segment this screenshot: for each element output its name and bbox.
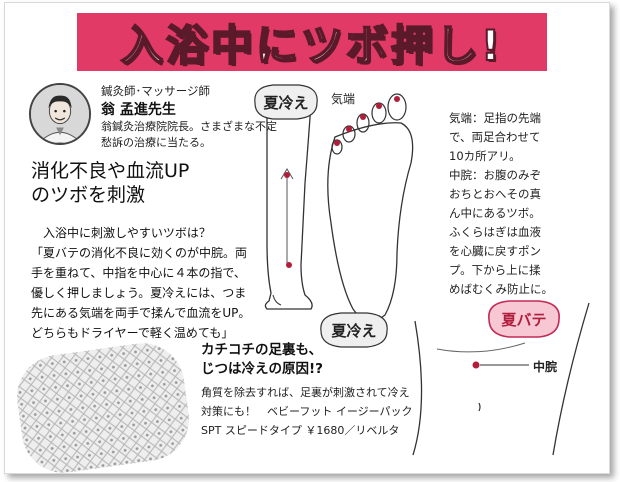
kitan-point [376, 103, 382, 109]
body-line: 「夏バテの消化不良に効くのが中脘。両 [31, 246, 248, 260]
explanation-line: めばむくみ防止に。 [449, 282, 553, 296]
belly-tag [488, 300, 560, 338]
explanation-line: おちとおへその真 [449, 187, 541, 201]
calf-point-lower [286, 262, 292, 268]
acupoint-illustrations: 夏冷え 夏冷え 夏バテ 気端 中脘 [17, 84, 590, 473]
foot-sole-illustration [327, 93, 414, 322]
product-heading-line-1: カチコチの足裏も、 [201, 342, 323, 358]
headline-line-1: 消化不良や血流UP [31, 160, 190, 182]
body-line: 手を重ねて、中指を中心に４本の指で、 [31, 266, 246, 280]
leg-illustration [264, 102, 313, 310]
explanation-line: ふくらはぎは血液 [449, 225, 541, 239]
calf-point-upper [284, 172, 290, 178]
foot-mat-image [17, 343, 189, 473]
teacher-name: 翁 孟進先生 [101, 102, 176, 118]
kitan-label: 気端 [331, 91, 355, 106]
teacher-bio: 翁鍼灸治療院院長。さまざまな不定愁訴の治療に当たる。 [101, 120, 277, 149]
explanation-line: 気端：足指の先端 [449, 111, 541, 125]
foot-tag [320, 312, 388, 348]
chukan-label: 中脘 [533, 359, 557, 374]
teacher-role: 鍼灸師･マッサージ師 [101, 84, 211, 98]
product-heading-line-2: じつは冷えの原因!? [201, 361, 323, 377]
foot-tag-label: 夏冷え [330, 322, 376, 340]
article-headline: 消化不良や血流UP のツボを刺激 [31, 159, 291, 207]
kitan-point [394, 96, 400, 102]
leg-tag [254, 84, 318, 120]
magazine-page: 入浴中にツボ押し! 鍼灸師･マッサージ師 翁 孟進先生 翁鍼灸治療院院長。さまざ… [4, 2, 610, 474]
belly-illustration [412, 302, 590, 456]
article-body: 入浴中に刺激しやすいツボは？ 「夏バテの消化不良に効くのが中脘。両 手を重ねて、… [31, 223, 293, 343]
title-banner: 入浴中にツボ押し! [77, 13, 547, 71]
explanation-line: 10カ所アリ。 [449, 149, 521, 163]
product-heading: カチコチの足裏も、 じつは冷えの原因!? [201, 341, 401, 379]
body-line: 優しく押しましょう。夏冷えには、つま [31, 286, 247, 300]
leg-tag-label: 夏冷え [262, 94, 308, 112]
chukan-point [472, 361, 480, 369]
headline-line-2: のツボを刺激 [31, 184, 146, 206]
explanation-line: で、両足合わせて [449, 130, 541, 144]
kitan-point [334, 140, 340, 146]
belly-tag-label: 夏バテ [500, 311, 546, 329]
explanation-line: を心臓に戻すポン [449, 244, 541, 258]
kitan-point [346, 126, 352, 132]
product-description: 角質を除去すれば、足裏が刺激されて冷え対策にも！ ベビーフット イージーパックS… [201, 386, 413, 437]
teacher-avatar [29, 83, 91, 145]
explanation-line: 中脘：お腹のみぞ [449, 168, 541, 182]
page-title: 入浴中にツボ押し! [120, 20, 504, 71]
body-line: どちらもドライヤーで軽く温めても」 [31, 326, 234, 340]
acupoint-explanation: 気端：足指の先端 で、両足合わせて 10カ所アリ。 中脘：お腹のみぞ おちとおへ… [449, 109, 605, 299]
explanation-line: プ。下から上に揉 [449, 263, 541, 277]
kitan-point [360, 114, 366, 120]
body-line: 先にある気端を両手で揉んで血流をUP。 [31, 306, 251, 320]
body-line: 入浴中に刺激しやすいツボは？ [43, 226, 211, 240]
explanation-line: ん中にあるツボ。 [449, 206, 541, 220]
